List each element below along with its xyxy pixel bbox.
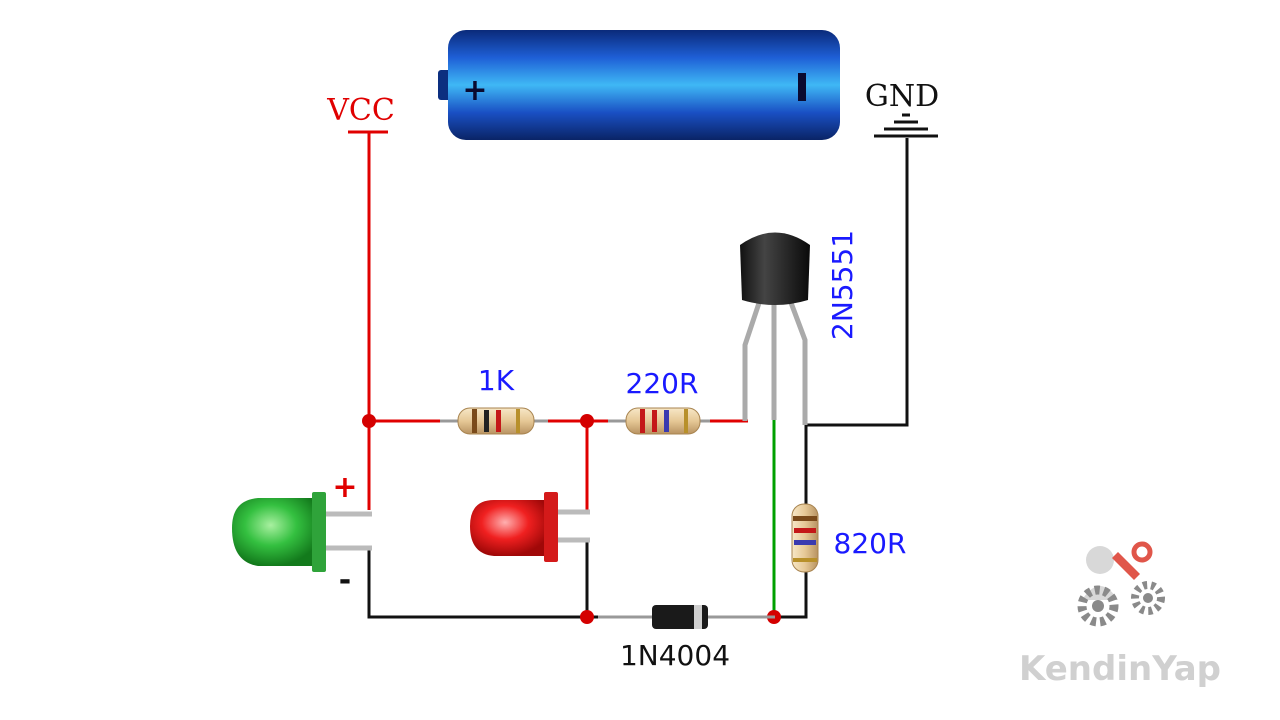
transistor-2n5551 [740,232,810,425]
led-minus-label: - [339,563,351,598]
led-plus-label: + [332,470,357,505]
red-led [470,492,590,562]
vcc-wires [367,132,748,512]
resistor-1k [440,407,548,435]
gnd-label: GND [865,79,939,114]
ground-symbol [874,113,938,138]
battery-plus-sign: + [462,73,487,108]
ground-wires [367,138,909,619]
battery-minus-sign [798,73,806,101]
transistor-label: 2N5551 [826,230,859,340]
resistor-820r [791,503,819,573]
resistor-220r [608,407,710,435]
diode-label: 1N4004 [620,639,730,672]
junction-dots [362,414,781,624]
resistor-1k-label: 1K [478,364,515,397]
resistor-820r-label: 820R [834,527,907,560]
green-led [232,492,372,572]
kendinyap-logo [1077,541,1165,627]
battery: + [438,30,840,140]
resistor-220r-label: 220R [626,367,699,400]
vcc-label: VCC [326,93,395,128]
diode-1n4004 [598,605,775,629]
watermark-text: KendinYap [1019,649,1221,689]
